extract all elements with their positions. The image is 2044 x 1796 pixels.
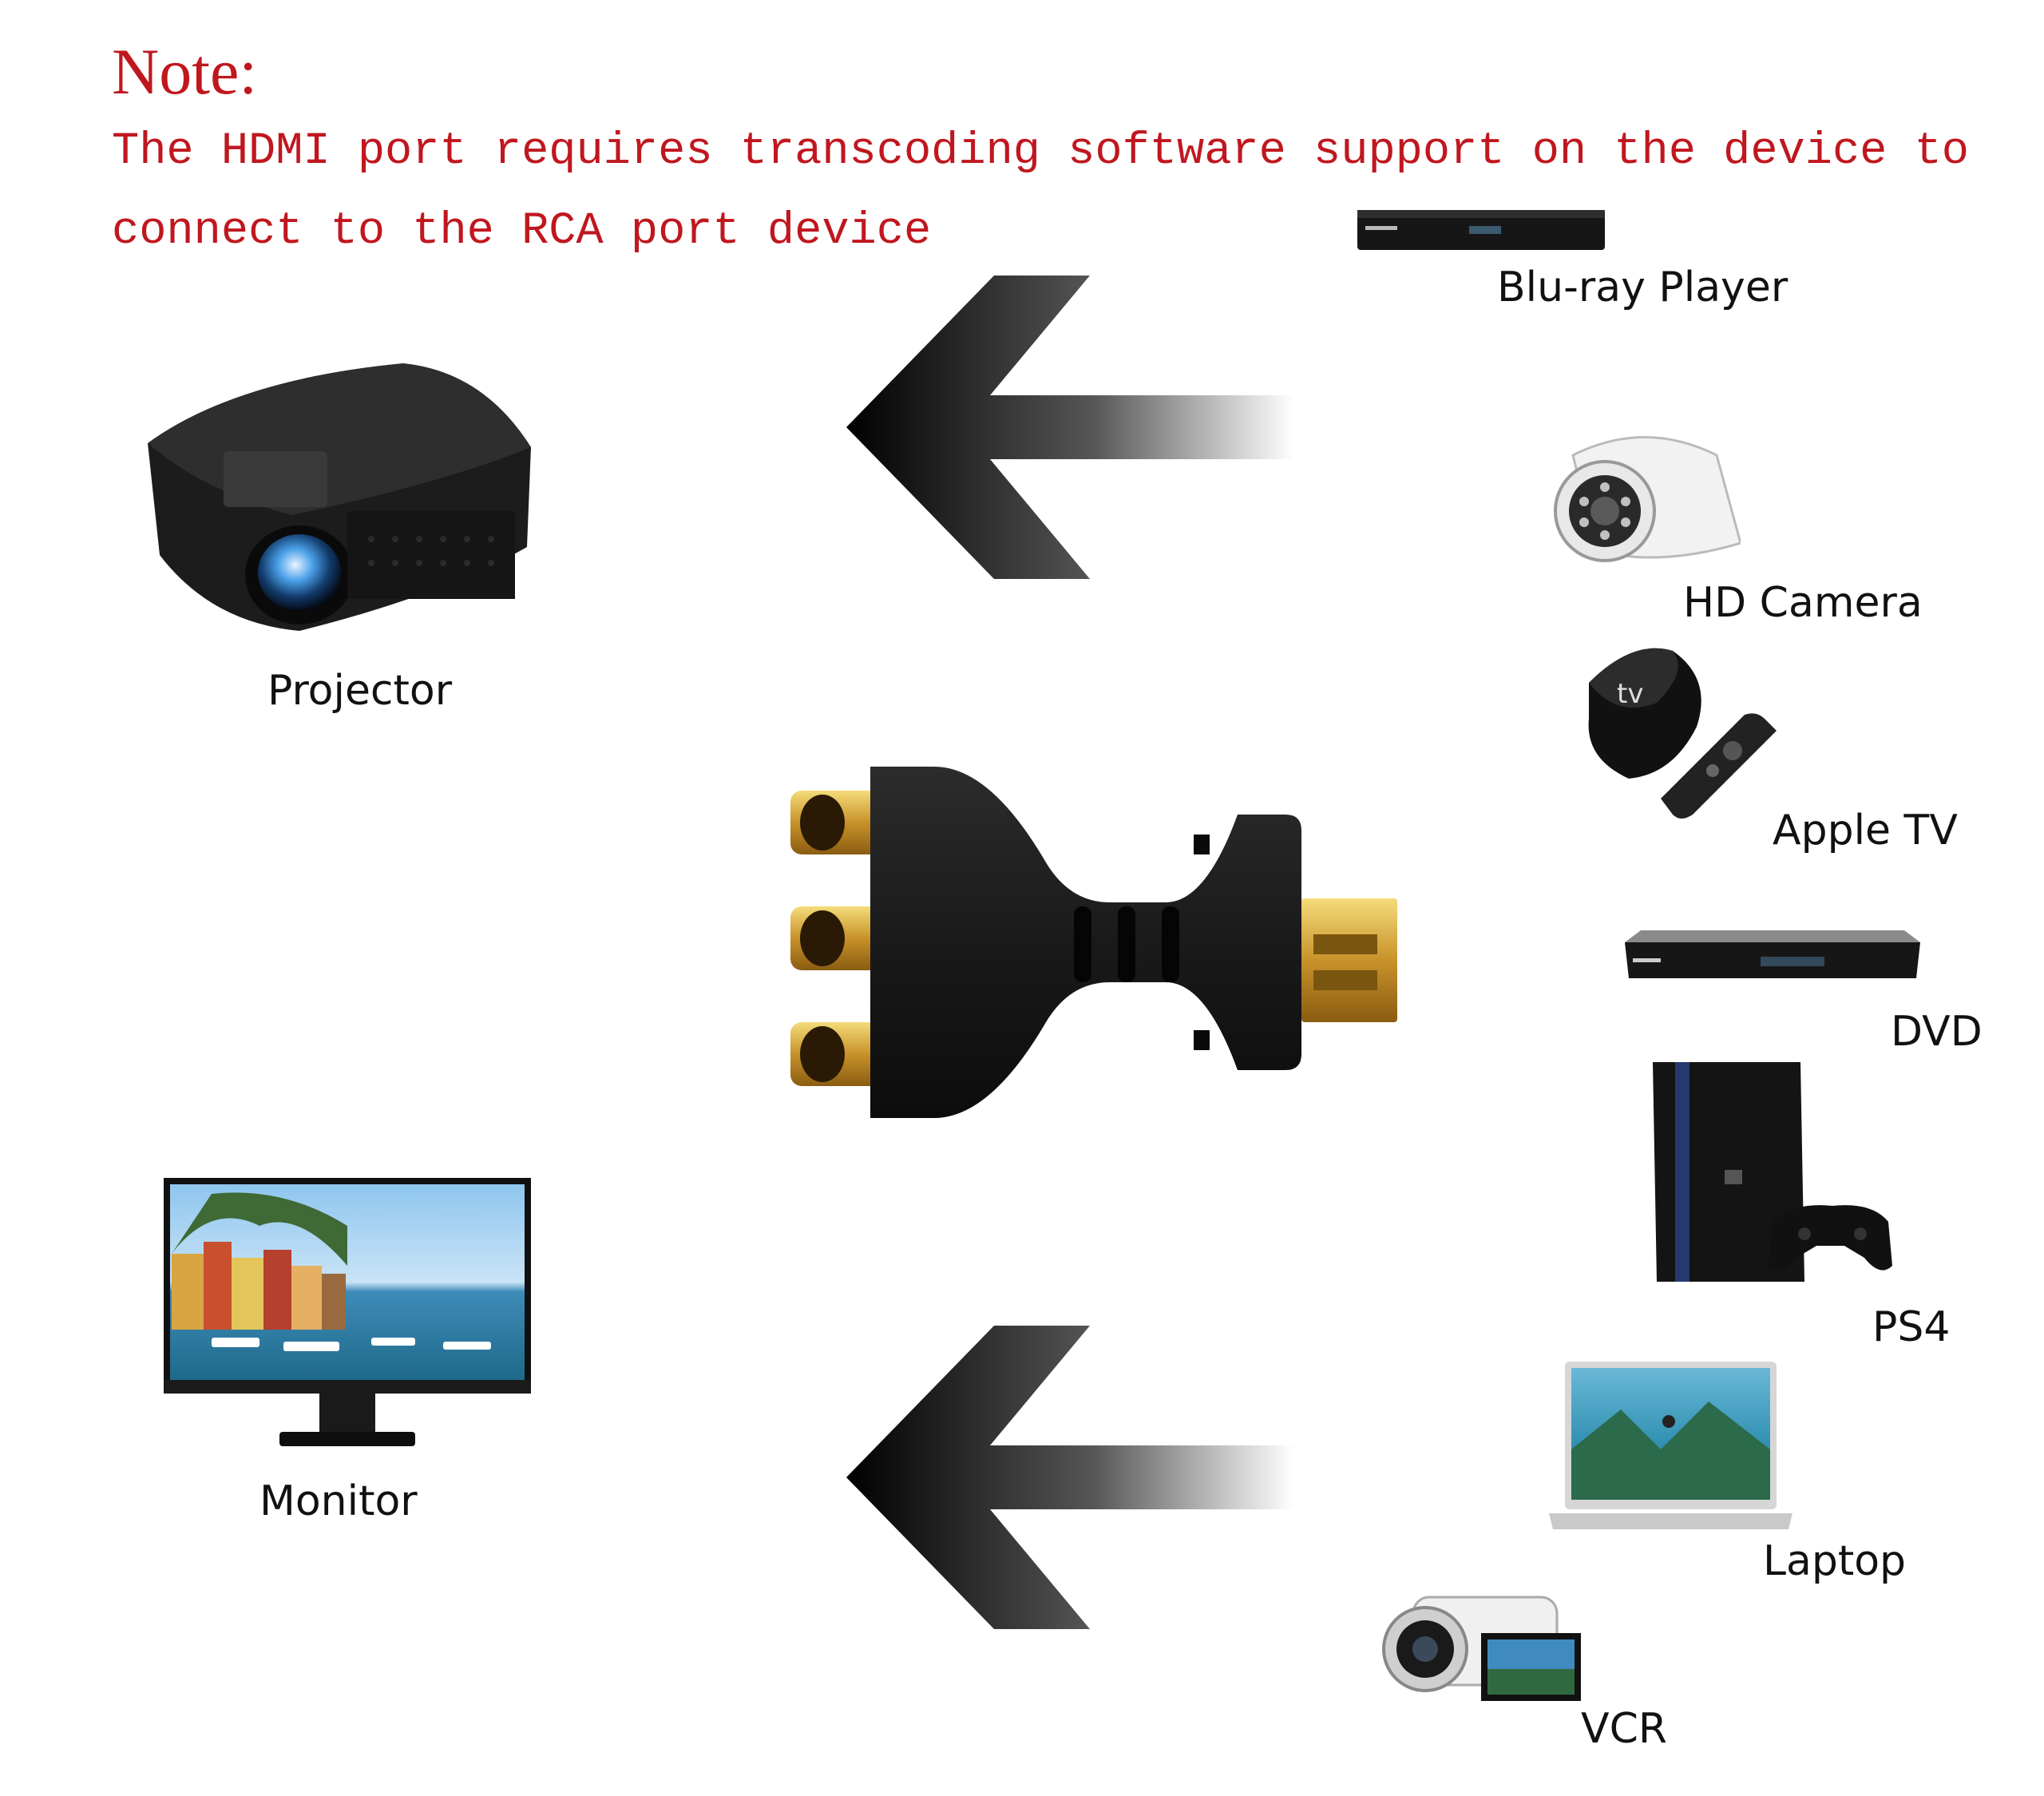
- arrow-left-icon: [846, 276, 1293, 579]
- dvd-label: DVD: [1891, 1008, 1983, 1056]
- hd-camera-label: HD Camera: [1683, 579, 1923, 627]
- hdmi-rca-adapter-icon: [790, 767, 1429, 1118]
- note-title: Note:: [112, 35, 258, 108]
- svg-text:tv: tv: [1617, 678, 1643, 710]
- projector-label: Projector: [267, 667, 453, 715]
- monitor-icon: [164, 1178, 531, 1453]
- hd-camera-icon: [1549, 423, 1741, 567]
- camcorder-icon: [1381, 1581, 1589, 1709]
- blu-ray-player-icon: [1357, 204, 1605, 256]
- dvd-player-icon: [1625, 926, 1920, 982]
- arrow-left-icon: [846, 1326, 1293, 1629]
- ps4-label: PS4: [1872, 1303, 1951, 1351]
- vcr-label: VCR: [1581, 1705, 1668, 1753]
- note-text: The HDMI port requires transcoding softw…: [112, 126, 1969, 257]
- apple-tv-icon: tv: [1585, 639, 1785, 831]
- apple-tv-label: Apple TV: [1773, 807, 1958, 854]
- monitor-label: Monitor: [259, 1477, 418, 1525]
- ps4-icon: [1653, 1058, 1892, 1282]
- laptop-icon: [1549, 1362, 1792, 1533]
- laptop-label: Laptop: [1763, 1537, 1907, 1585]
- blu-ray-player-label: Blu-ray Player: [1497, 264, 1788, 311]
- projector-icon: [140, 355, 539, 643]
